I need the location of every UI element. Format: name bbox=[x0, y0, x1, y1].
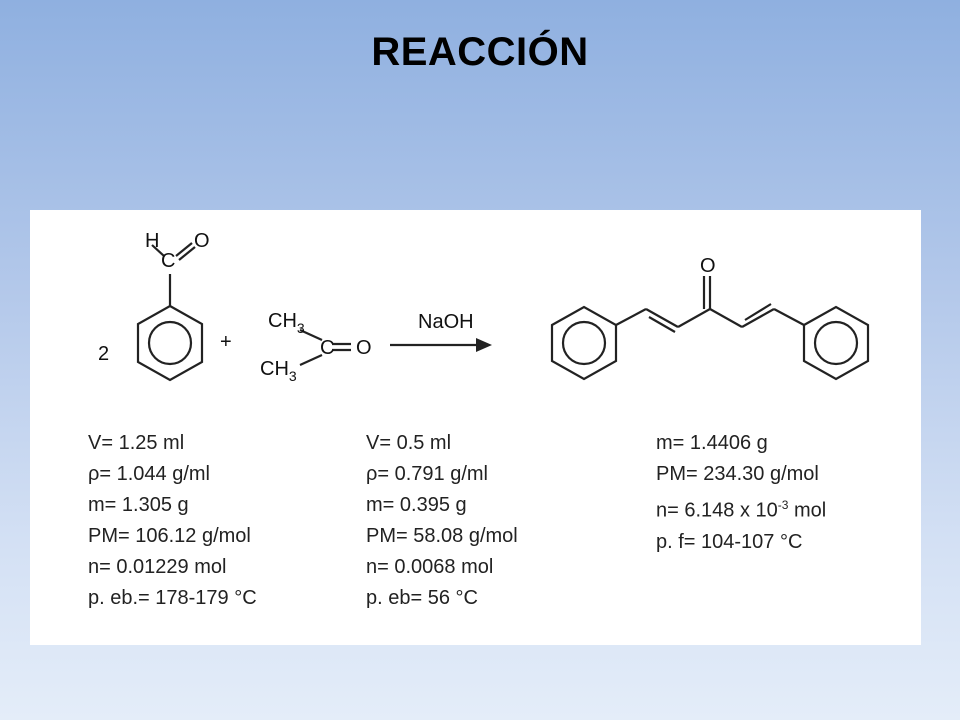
prop-line: V= 0.5 ml bbox=[366, 432, 452, 454]
acetone-c: C bbox=[320, 337, 334, 359]
coefficient: 2 bbox=[98, 343, 109, 365]
benzaldehyde-properties: V= 1.25 ml ρ= 1.044 g/ml m= 1.305 g PM= … bbox=[88, 428, 257, 614]
benzaldehyde-ring bbox=[136, 304, 204, 382]
prop-line: V= 1.25 ml bbox=[88, 432, 185, 454]
dibenzylideneacetone bbox=[550, 276, 870, 381]
prop-line: PM= 58.08 g/mol bbox=[366, 525, 518, 547]
prop-line: PM= 106.12 g/mol bbox=[88, 525, 251, 547]
right-phenyl-ring bbox=[802, 305, 870, 381]
acetone-properties: V= 0.5 ml ρ= 0.791 g/ml m= 0.395 g PM= 5… bbox=[366, 428, 518, 614]
prop-line: p. f= 104-107 °C bbox=[656, 530, 803, 553]
prop-line: m= 1.305 g bbox=[88, 494, 189, 516]
acetone-ch3-top: CH3 bbox=[268, 310, 305, 336]
ketone-o: O bbox=[700, 255, 716, 277]
plus-sign: + bbox=[220, 331, 232, 353]
prop-line: p. eb.= 178-179 °C bbox=[88, 587, 257, 609]
prop-line: n= 0.0068 mol bbox=[366, 556, 494, 578]
reaction-scheme: 2 + H C O CH3 CH3 C O NaOH O bbox=[98, 230, 870, 384]
prop-line: ρ= 0.791 g/ml bbox=[366, 463, 489, 485]
acetone-o: O bbox=[356, 337, 372, 359]
benzaldehyde-ring-aromatic bbox=[147, 320, 193, 366]
prop-line: n= 0.01229 mol bbox=[88, 556, 227, 578]
acetone-ch3-bottom: CH3 bbox=[260, 358, 297, 384]
product-properties: m= 1.4406 g PM= 234.30 g/mol n= 6.148 x … bbox=[656, 428, 826, 558]
aldehyde-h: H bbox=[145, 230, 159, 252]
aldehyde-o: O bbox=[194, 230, 210, 252]
slide-title: REACCIÓN bbox=[371, 30, 589, 74]
prop-line: m= 1.4406 g bbox=[656, 432, 768, 454]
prop-line: p. eb= 56 °C bbox=[366, 587, 478, 609]
prop-line: ρ= 1.044 g/ml bbox=[88, 463, 211, 485]
prop-line: PM= 234.30 g/mol bbox=[656, 463, 819, 485]
prop-line: m= 0.395 g bbox=[366, 494, 467, 516]
aldehyde-c: C bbox=[161, 250, 175, 272]
reagent-label: NaOH bbox=[418, 311, 474, 333]
left-phenyl-ring bbox=[550, 305, 618, 381]
prop-line-moles: n= 6.148 x 10-3 mol bbox=[656, 498, 827, 522]
reaction-figure: 2 + H C O CH3 CH3 C O NaOH O V= 1.25 ml … bbox=[30, 210, 921, 645]
